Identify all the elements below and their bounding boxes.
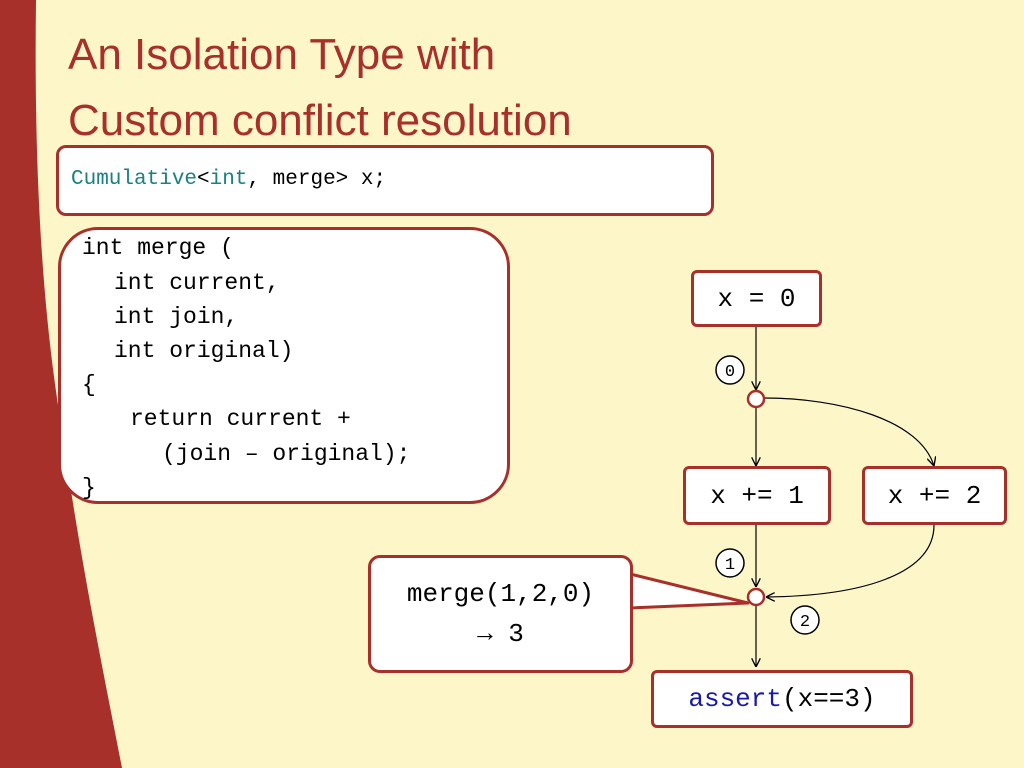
revision-label-1: 1 [715, 548, 745, 578]
decl-type-arg: int [209, 168, 248, 191]
edge-right-to-join [766, 524, 935, 597]
code-line: int current, [114, 270, 280, 296]
code-line: return current + [130, 406, 351, 432]
fork-point [746, 389, 766, 409]
node-increment-1: x += 1 [683, 466, 831, 525]
callout-line-1: merge(1,2,0) [406, 579, 595, 609]
revision-label-2: 2 [790, 605, 820, 635]
revision-label-0: 0 [715, 355, 745, 385]
code-line: { [82, 372, 96, 398]
node-init: x = 0 [691, 270, 822, 327]
decl-open: < [197, 168, 210, 191]
code-line: (join – original); [162, 441, 411, 467]
decl-type-name: Cumulative [71, 168, 198, 191]
edge-fork-to-right [763, 397, 934, 466]
svg-text:1: 1 [725, 556, 735, 575]
callout-line-2: → 3 [477, 619, 524, 649]
code-line: int merge ( [82, 235, 234, 261]
callout-pointer [628, 572, 750, 610]
code-line: } [82, 475, 96, 501]
join-point [746, 587, 766, 607]
decl-rest: , merge> x; [247, 168, 387, 191]
code-line: int join, [114, 304, 239, 330]
merge-function-box: int merge ( int current, int join, int o… [58, 227, 510, 504]
node-assert: assert(x==3) [651, 670, 913, 728]
svg-text:0: 0 [725, 363, 735, 382]
merge-callout: merge(1,2,0) → 3 [368, 555, 633, 673]
title-line-1: An Isolation Type with [68, 30, 496, 79]
declaration-box: Cumulative<int, merge> x; [56, 145, 714, 216]
title-line-2: Custom conflict resolution [68, 96, 572, 145]
svg-text:2: 2 [800, 613, 810, 632]
node-increment-2: x += 2 [862, 466, 1007, 525]
code-line: int original) [114, 338, 294, 364]
slide-title: An Isolation Type with Custom conflict r… [68, 22, 572, 154]
assert-args: (x==3) [782, 684, 876, 714]
assert-keyword: assert [688, 684, 782, 714]
